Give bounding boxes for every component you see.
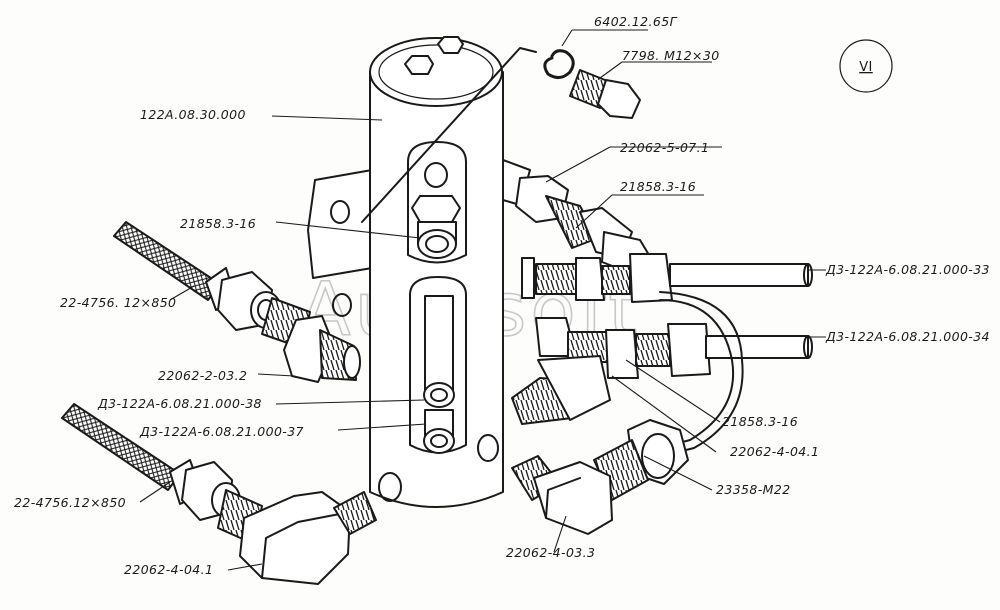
view-number: VI	[859, 60, 873, 75]
label-hose-upper-left: 22-4756. 12×850	[60, 295, 176, 310]
upper-port-window	[407, 141, 467, 264]
hose-lower-left	[61, 403, 377, 585]
label-pipe-left-1: Д3-122А-6.08.21.000-38	[97, 396, 262, 411]
hose-upper-left	[113, 221, 361, 383]
bolt-m12	[569, 69, 641, 119]
right-bent-tube	[659, 299, 734, 449]
label-body: 122A.08.30.000	[140, 107, 246, 122]
right-pipe-lower	[535, 317, 813, 379]
right-bent-tube-edge	[659, 291, 744, 457]
label-union-m22: 23358-M22	[716, 482, 791, 497]
label-fitting-upper-right: 21858.3-16	[620, 179, 696, 194]
label-pipe-right-2: Д3-122А-6.08.21.000-34	[825, 329, 990, 344]
label-hose-lower-left: 22-4756.12×850	[14, 495, 126, 510]
part-labels: 6402.12.65Г 7798. M12×30 122A.08.30.000 …	[14, 14, 990, 577]
label-fitting-lower-right: 21858.3-16	[722, 414, 798, 429]
label-pipe-right-1: Д3-122А-6.08.21.000-33	[825, 262, 990, 277]
lower-port-window	[409, 276, 467, 454]
label-washer-top: 6402.12.65Г	[594, 14, 678, 29]
union-upper-right	[502, 159, 653, 273]
elbow-lower-center	[511, 455, 613, 535]
label-bolt-top: 7798. M12×30	[622, 48, 720, 63]
label-union-left: 22062-2-03.2	[158, 368, 247, 383]
elbow-middle-right	[511, 355, 611, 425]
lock-wire	[361, 47, 537, 223]
right-pipe-upper	[521, 253, 813, 303]
label-elbow-lower-left: 22062-4-04.1	[124, 562, 213, 577]
label-union-upper-right: 22062-5-07.1	[620, 140, 709, 155]
label-union-lower-right: 22062-4-04.1	[730, 444, 819, 459]
view-circle	[839, 39, 893, 93]
spring-washer	[543, 49, 575, 79]
leader-lines	[139, 29, 826, 571]
view-number-badge: VI	[839, 39, 893, 93]
label-pipe-left-2: Д3-122А-6.08.21.000-37	[139, 424, 304, 439]
label-fitting-center: 21858.3-16	[180, 216, 256, 231]
label-elbow-lower-center: 22062-4-03.3	[506, 545, 595, 560]
